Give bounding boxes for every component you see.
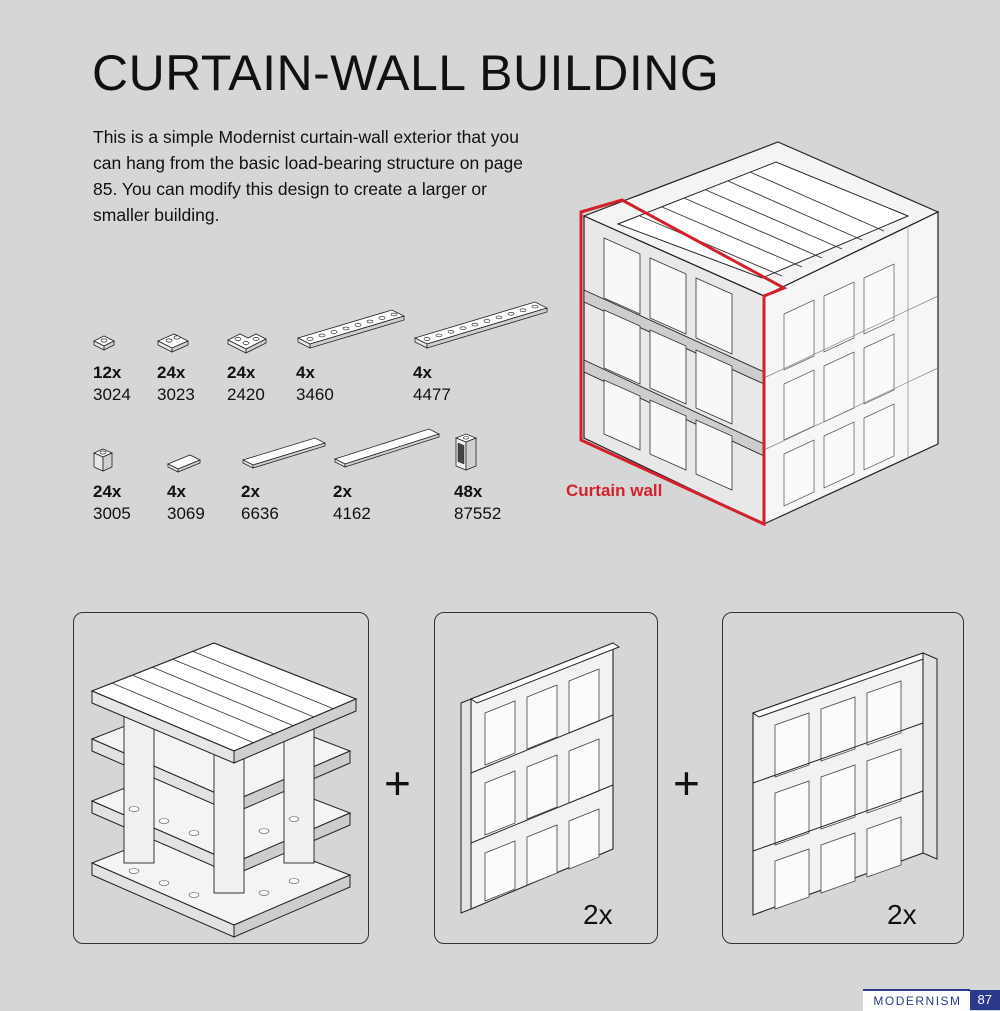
part-3023: 24x 3023 [157, 362, 195, 406]
plus-sign-2: + [673, 757, 700, 809]
section-label: MODERNISM [863, 989, 970, 1011]
part-4162: 2x 4162 [333, 481, 371, 525]
part-quantity: 4x [296, 363, 315, 382]
part-quantity: 24x [227, 363, 256, 382]
part-number: 4477 [413, 385, 451, 404]
part-quantity: 2x [333, 482, 352, 501]
plus-sign-1: + [384, 757, 411, 809]
page-number: 87 [969, 990, 1000, 1010]
side-wall-panel: 2x [434, 612, 658, 944]
part-6636: 2x 6636 [241, 481, 279, 525]
front-curtain-wall-illustration [751, 652, 938, 916]
curtain-wall-label: Curtain wall [566, 481, 663, 500]
front-wall-count: 2x [887, 899, 917, 930]
part-quantity: 24x [93, 482, 122, 501]
part-quantity: 2x [241, 482, 260, 501]
part-quantity: 12x [93, 363, 122, 382]
part-quantity: 4x [167, 482, 186, 501]
part-3024: 12x 3024 [93, 362, 131, 406]
structure-panel [73, 612, 369, 944]
front-wall-panel: 2x [722, 612, 964, 944]
page-title: CURTAIN-WALL BUILDING [92, 45, 720, 101]
side-curtain-wall-illustration [460, 642, 621, 914]
plate-1x2-illustration [157, 333, 189, 353]
part-number: 3069 [167, 504, 205, 523]
part-number: 6636 [241, 504, 279, 523]
plate-1x1-illustration [93, 335, 115, 351]
tile-1x2-illustration [167, 454, 201, 473]
part-quantity: 24x [157, 363, 186, 382]
part-number: 3005 [93, 504, 131, 523]
plate-corner-illustration [227, 333, 267, 354]
tile-1x8-illustration [333, 428, 441, 468]
page-footer: MODERNISM 87 [863, 989, 1000, 1011]
intro-paragraph: This is a simple Modernist curtain-wall … [93, 127, 523, 225]
load-bearing-structure-illustration [90, 642, 358, 938]
side-wall-count: 2x [583, 899, 613, 930]
part-87552: 48x 87552 [454, 481, 501, 525]
plate-1x10-illustration [413, 301, 549, 349]
part-4477: 4x 4477 [413, 362, 451, 406]
part-quantity: 48x [454, 482, 483, 501]
window-panel-illustration [454, 433, 478, 471]
brick-1x1-illustration [93, 448, 113, 472]
tile-1x6-illustration [241, 437, 327, 469]
part-3005: 24x 3005 [93, 481, 131, 525]
part-number: 3023 [157, 385, 195, 404]
part-number: 2420 [227, 385, 265, 404]
part-3460: 4x 3460 [296, 362, 334, 406]
part-3069: 4x 3069 [167, 481, 205, 525]
part-number: 4162 [333, 504, 371, 523]
part-2420: 24x 2420 [227, 362, 265, 406]
part-number: 3024 [93, 385, 131, 404]
part-number: 3460 [296, 385, 334, 404]
part-number: 87552 [454, 504, 502, 523]
building-illustration [579, 141, 940, 526]
part-quantity: 4x [413, 363, 432, 382]
plate-1x8-illustration [296, 309, 406, 349]
